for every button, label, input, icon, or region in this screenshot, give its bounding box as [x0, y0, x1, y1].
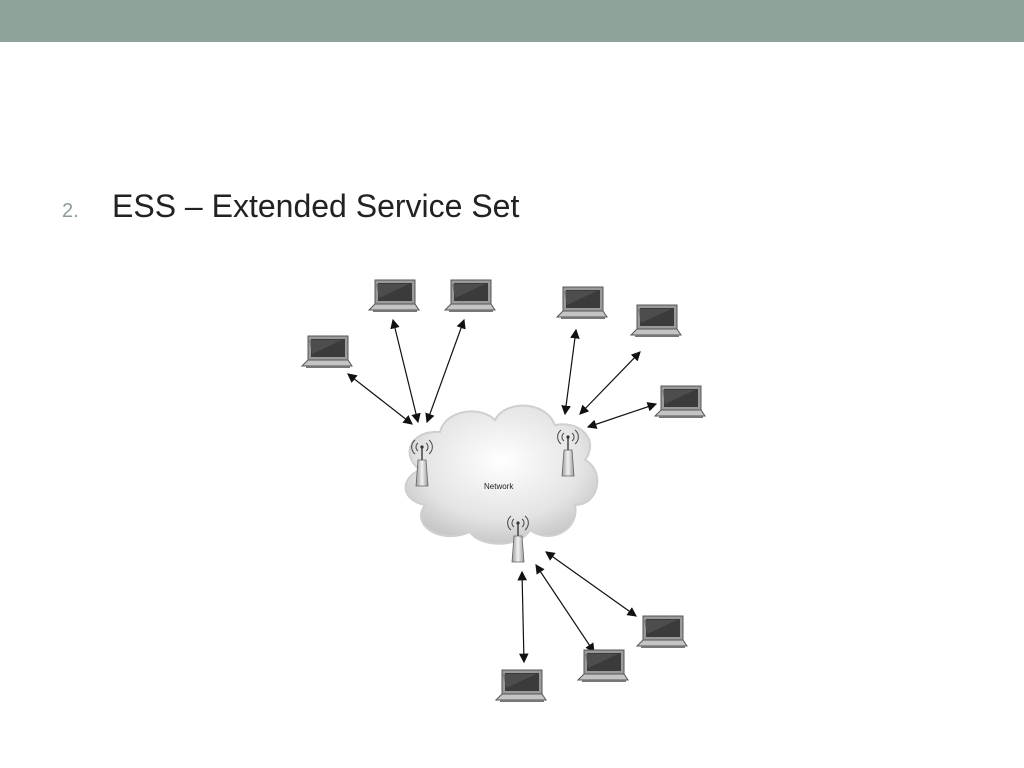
network-label: Network [484, 482, 514, 491]
laptop-icon [556, 286, 608, 320]
laptop-icon [444, 279, 496, 313]
header-bar [0, 0, 1024, 42]
bullet-number: 2. [62, 200, 79, 222]
laptop-icon [577, 649, 629, 683]
bullet-item: 2. ESS – Extended Service Set [62, 188, 519, 225]
laptop-icon [654, 385, 706, 419]
laptop-icon [368, 279, 420, 313]
laptop-icon [636, 615, 688, 649]
connection-arrows [347, 318, 658, 664]
laptop-icon [495, 669, 547, 703]
laptop-icon [630, 304, 682, 338]
laptop-icon [301, 335, 353, 369]
bullet-text: ESS – Extended Service Set [112, 188, 520, 224]
